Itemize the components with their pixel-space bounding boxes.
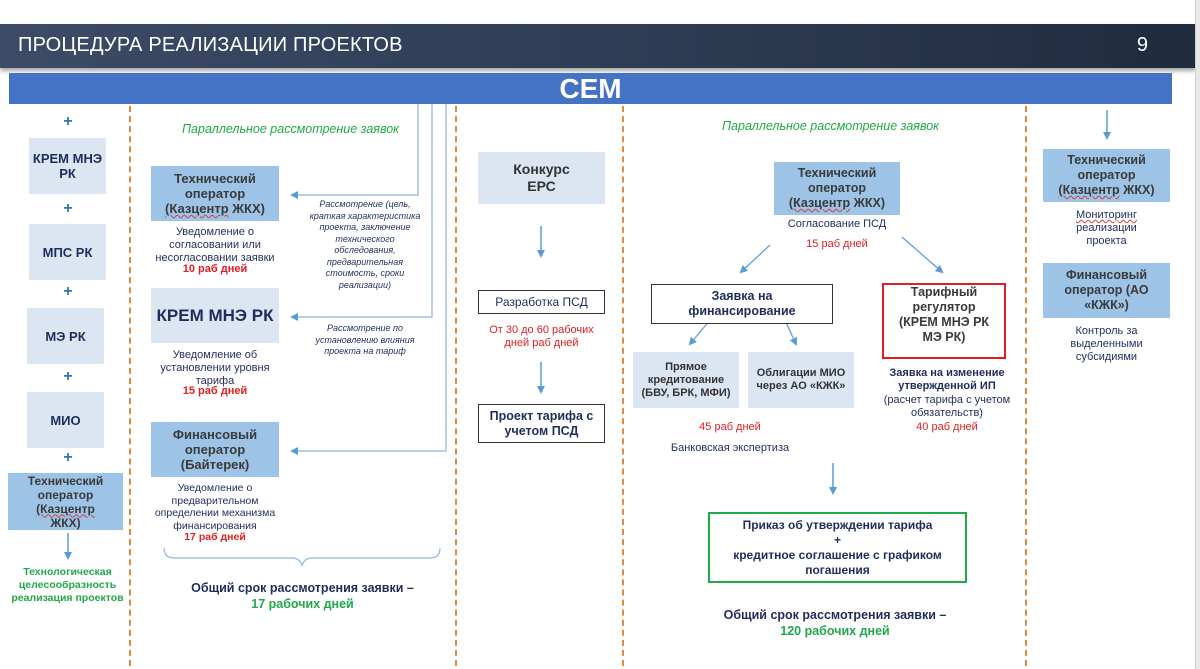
- tech-operator-line1: Технический: [174, 171, 256, 186]
- stage3-tech-operator-box: Технический оператор (Казцентр ЖКХ): [774, 162, 900, 215]
- stage3-final-box: Приказ об утверждении тарифа + кредитное…: [708, 512, 967, 583]
- stage3-financing-request-box: Заявка на финансирование: [651, 284, 833, 324]
- stage1-fin-operator-box: Финансовый оператор (Байтерек): [151, 422, 279, 477]
- stage4-fin-operator-box: Финансовый оператор (АО «КЖК»): [1043, 263, 1170, 318]
- arrow-financing-direct: [688, 319, 711, 346]
- tech-operator-suffix: ЖКХ): [853, 196, 886, 210]
- plus-sign: +: [63, 449, 73, 466]
- stage1-total-label: Общий срок рассмотрения заявки –: [191, 581, 414, 595]
- stage1-fin-note: Уведомление о предварительном определени…: [154, 482, 276, 532]
- stage1-parallel-label: Параллельное рассмотрение заявок: [182, 122, 400, 136]
- slide-title: ПРОЦЕДУРА РЕАЛИЗАЦИИ ПРОЕКТОВ: [18, 34, 403, 56]
- monitoring-rest: реализации проекта: [1076, 222, 1137, 247]
- page-number: 9: [1136, 34, 1148, 56]
- tech-operator-line3: (Казцентр ЖКХ): [165, 201, 265, 216]
- stage4-tech-operator-box: Технический оператор (Казцентр ЖКХ): [1043, 149, 1170, 202]
- stage3-direct-credit-box: Прямое кредитование (БВУ, БРК, МФИ): [633, 352, 739, 408]
- plus-sign: +: [63, 368, 73, 385]
- final-line2: кредитное соглашение с графиком погашени…: [733, 547, 942, 577]
- scrollbar[interactable]: [1195, 0, 1200, 669]
- stage3-tech-note: Согласование ПСД: [787, 218, 887, 230]
- stage1-tech-days: 10 раб дней: [182, 263, 248, 275]
- box-mio: МИО: [27, 392, 104, 448]
- stage1-tech-arrow-note: Рассмотрение (цель, краткая характеристи…: [309, 199, 421, 290]
- stage3-total-label: Общий срок рассмотрения заявки –: [723, 608, 947, 622]
- slide-header: ПРОЦЕДУРА РЕАЛИЗАЦИИ ПРОЕКТОВ 9: [0, 24, 1196, 68]
- stage3-bonds-box: Облигации МИО через АО «КЖК»: [748, 352, 854, 408]
- stage3-total-days: 120 рабочих дней: [780, 624, 890, 638]
- monitoring-word: Мониторинг: [1075, 209, 1137, 221]
- stage4-monitoring-note: Мониторинг реализации проекта: [1043, 209, 1170, 248]
- plus-sign: +: [63, 283, 73, 300]
- stage3-parallel-label: Параллельное рассмотрение заявок: [722, 119, 940, 133]
- stage1-krem-box: КРЕМ МНЭ РК: [151, 288, 279, 343]
- connector-fin-operator: [290, 104, 447, 455]
- stage3-bank-days: 45 раб дней: [699, 421, 761, 433]
- tech-operator-line3: (Казцентр: [36, 501, 95, 516]
- stage2-psd-days: От 30 до 60 рабочих дней раб дней: [489, 324, 594, 349]
- stage2-psd-box: Разработка ПСД: [478, 290, 605, 314]
- brace: [163, 547, 441, 567]
- column-divider: [129, 106, 131, 666]
- stage1-total-days: 17 рабочих дней: [251, 597, 354, 611]
- plus-sign: +: [63, 113, 73, 130]
- tech-operator-line2: оператор: [1077, 168, 1136, 182]
- box-left-tech-operator: Технический оператор (Казцентр ЖКХ): [8, 473, 123, 530]
- tech-operator-company: (Казцентр: [1058, 183, 1120, 197]
- plus-sign: +: [63, 200, 73, 217]
- tech-operator-company: (Казцентр: [165, 201, 229, 216]
- connector-tech-operator: [290, 104, 419, 199]
- stage1-fin-days: 17 раб дней: [184, 531, 246, 543]
- tech-operator-line1: Технический: [27, 473, 104, 488]
- tech-operator-line2: оператор: [184, 186, 246, 201]
- tech-operator-line3: (Казцентр ЖКХ): [789, 196, 885, 211]
- stage3-tech-days: 15 раб дней: [806, 238, 868, 250]
- column-divider: [455, 106, 457, 666]
- tech-operator-line1: Технический: [797, 166, 877, 180]
- tech-operator-company: (Казцентр: [788, 196, 851, 210]
- stage1-tech-note: Уведомление о согласовании или несогласо…: [155, 226, 275, 264]
- column-divider: [1025, 106, 1027, 666]
- final-line1: Приказ об утверждении тарифа: [742, 517, 933, 532]
- stage1-krem-note: Уведомление об установлении уровня тариф…: [160, 349, 270, 387]
- left-result-text: Технологическая целесообразность реализа…: [11, 566, 124, 604]
- sem-bar: СЕМ: [9, 73, 1172, 104]
- tech-operator-line4: ЖКХ): [50, 515, 81, 530]
- stage4-control-note: Контроль за выделенными субсидиями: [1070, 325, 1143, 363]
- box-krem-mne-rk: КРЕМ МНЭ РК: [29, 138, 106, 194]
- column-divider: [622, 106, 624, 666]
- stage3-regulator-note-bold: Заявка на изменение утвержденной ИП: [889, 367, 1005, 392]
- tech-operator-line1: Технический: [1067, 153, 1146, 167]
- connector-krem: [290, 104, 433, 321]
- tech-operator-suffix: ЖКХ): [1123, 183, 1155, 197]
- stage3-tariff-regulator-box: Тарифный регулятор (КРЕМ МНЭ РК МЭ РК): [882, 283, 1006, 359]
- stage2-tariff-project-box: Проект тарифа с учетом ПСД: [478, 404, 605, 443]
- stage1-krem-arrow-note: Рассмотрение по установлению влияния про…: [315, 323, 415, 356]
- stage2-contest-box: Конкурс ЕРС: [478, 152, 605, 204]
- stage3-regulator-note: (расчет тарифа с учетом обязательств): [883, 394, 1011, 419]
- sem-label: СЕМ: [559, 73, 622, 104]
- box-mps-rk: МПС РК: [29, 224, 106, 280]
- stage1-tech-operator-box: Технический оператор (Казцентр ЖКХ): [151, 166, 279, 221]
- final-plus: +: [833, 532, 841, 547]
- tech-operator-line2: оператор: [808, 181, 866, 195]
- stage3-regulator-days: 40 раб дней: [916, 421, 978, 433]
- tech-operator-line3: (Казцентр ЖКХ): [1058, 183, 1154, 198]
- arrow-tech-regulator: [901, 236, 944, 274]
- box-me-rk: МЭ РК: [27, 308, 104, 364]
- stage1-krem-days: 15 раб дней: [182, 385, 248, 397]
- arrow-tech-financing: [739, 244, 771, 274]
- tech-operator-line2: оператор: [37, 487, 94, 502]
- tech-operator-suffix: ЖКХ): [232, 201, 265, 216]
- stage3-bank-note: Банковская экспертиза: [670, 442, 790, 454]
